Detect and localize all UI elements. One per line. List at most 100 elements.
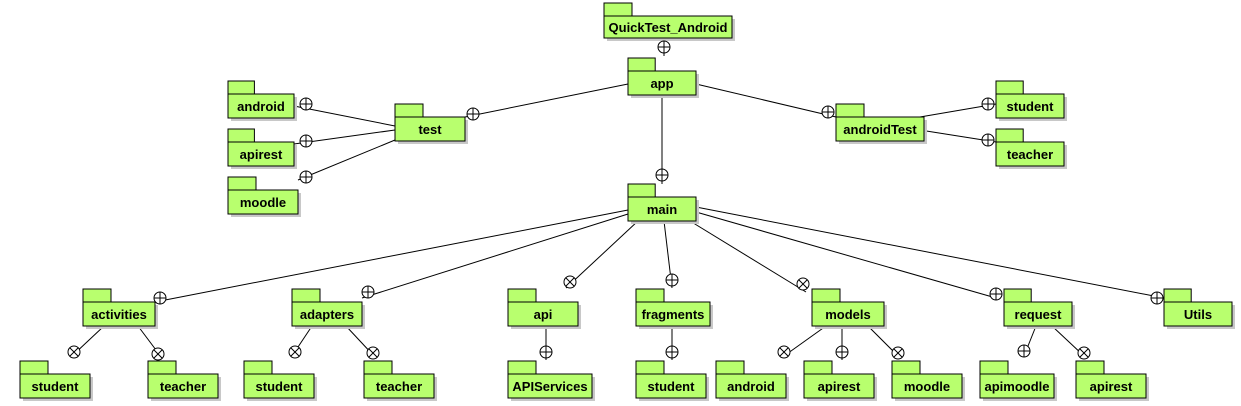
package-apiservices[interactable]: APIServices (507, 360, 595, 401)
package-body (82, 301, 156, 327)
package-label: androidTest (843, 122, 917, 137)
edge-app-to-test (464, 83, 629, 118)
package-tab (507, 288, 537, 303)
package-tab (227, 80, 255, 95)
package-label: student (1007, 99, 1055, 114)
package-androidTest[interactable]: androidTest (835, 103, 927, 144)
package-test_moodle[interactable]: moodle (227, 176, 301, 217)
nesting-plus-icon (989, 287, 1003, 301)
package-label: QuickTest_Android (609, 20, 728, 35)
package-body (995, 141, 1065, 167)
package-label: moodle (240, 195, 286, 210)
package-body (19, 373, 91, 399)
package-tab (995, 128, 1024, 143)
package-body (835, 116, 925, 142)
nesting-plus-icon (821, 105, 835, 119)
package-label: apirest (1090, 379, 1133, 394)
package-tab (803, 360, 833, 375)
package-label: teacher (376, 379, 422, 394)
package-main[interactable]: main (627, 183, 699, 224)
package-at_teacher[interactable]: teacher (995, 128, 1067, 169)
package-tab (811, 288, 841, 303)
package-tab (291, 288, 321, 303)
package-body (891, 373, 963, 399)
package-tab (835, 103, 865, 118)
package-tab (627, 183, 656, 198)
package-tab (227, 176, 257, 191)
package-tab (363, 360, 393, 375)
package-act_teacher[interactable]: teacher (147, 360, 221, 401)
package-models[interactable]: models (811, 288, 887, 329)
package-frag_student[interactable]: student (635, 360, 709, 401)
edge-main-to-utils (695, 206, 1165, 299)
nesting-cross-icon (366, 346, 380, 360)
package-body (227, 141, 295, 167)
nesting-plus-icon (299, 170, 313, 184)
package-body (803, 373, 875, 399)
package-label: student (256, 379, 304, 394)
package-ad_teacher[interactable]: teacher (363, 360, 437, 401)
package-tab (1163, 288, 1192, 303)
package-utils[interactable]: Utils (1163, 288, 1235, 329)
package-label: student (32, 379, 80, 394)
package-tab (19, 360, 49, 375)
package-api[interactable]: api (507, 288, 581, 329)
package-root[interactable]: QuickTest_Android (603, 2, 735, 41)
nesting-plus-icon (835, 345, 849, 359)
package-fragments[interactable]: fragments (635, 288, 713, 329)
package-tab (147, 360, 177, 375)
package-adapters[interactable]: adapters (291, 288, 365, 329)
package-body (1163, 301, 1233, 327)
package-at_student[interactable]: student (995, 80, 1067, 121)
package-req_apimoodle[interactable]: apimoodle (979, 360, 1057, 401)
package-act_student[interactable]: student (19, 360, 93, 401)
package-mod_android[interactable]: android (715, 360, 789, 401)
package-app[interactable]: app (627, 57, 699, 98)
package-test_android[interactable]: android (227, 80, 297, 121)
package-tab (891, 360, 921, 375)
package-tab (394, 103, 424, 118)
edge-models-to-mod_android (783, 325, 827, 357)
package-mod_moodle[interactable]: moodle (891, 360, 965, 401)
nesting-cross-icon (563, 275, 577, 289)
package-label: apirest (818, 379, 861, 394)
package-label: moodle (904, 379, 950, 394)
package-label: android (727, 379, 775, 394)
package-label: teacher (1007, 147, 1053, 162)
edge-main-to-api (565, 220, 639, 289)
package-ad_student[interactable]: student (243, 360, 317, 401)
nesting-plus-icon (657, 40, 671, 54)
package-body (979, 373, 1055, 399)
package-label: adapters (300, 307, 354, 322)
package-label: api (534, 307, 553, 322)
package-req_apirest[interactable]: apirest (1075, 360, 1149, 401)
nesting-cross-icon (1077, 346, 1091, 360)
nesting-cross-icon (67, 345, 81, 359)
nesting-plus-icon (361, 285, 375, 299)
package-body (227, 93, 295, 119)
nesting-plus-icon (981, 97, 995, 111)
package-activities[interactable]: activities (82, 288, 158, 329)
package-label: Utils (1184, 307, 1212, 322)
package-body (1003, 301, 1073, 327)
edge-test-to-test_android (293, 105, 396, 127)
package-body (1075, 373, 1147, 399)
package-body (227, 189, 299, 215)
package-tab (715, 360, 745, 375)
package-request[interactable]: request (1003, 288, 1075, 329)
package-test_apirest[interactable]: apirest (227, 128, 297, 169)
package-test[interactable]: test (394, 103, 468, 144)
package-tab (227, 128, 255, 143)
nesting-cross-icon (151, 347, 165, 361)
edge-main-to-models (689, 220, 807, 293)
package-body (635, 301, 711, 327)
package-mod_apirest[interactable]: apirest (803, 360, 877, 401)
nesting-plus-icon (299, 97, 313, 111)
edge-main-to-activities (154, 209, 629, 303)
package-body (243, 373, 315, 399)
containment-edges (71, 38, 1165, 360)
package-body (603, 15, 733, 39)
package-label: request (1015, 307, 1063, 322)
package-label: teacher (160, 379, 206, 394)
